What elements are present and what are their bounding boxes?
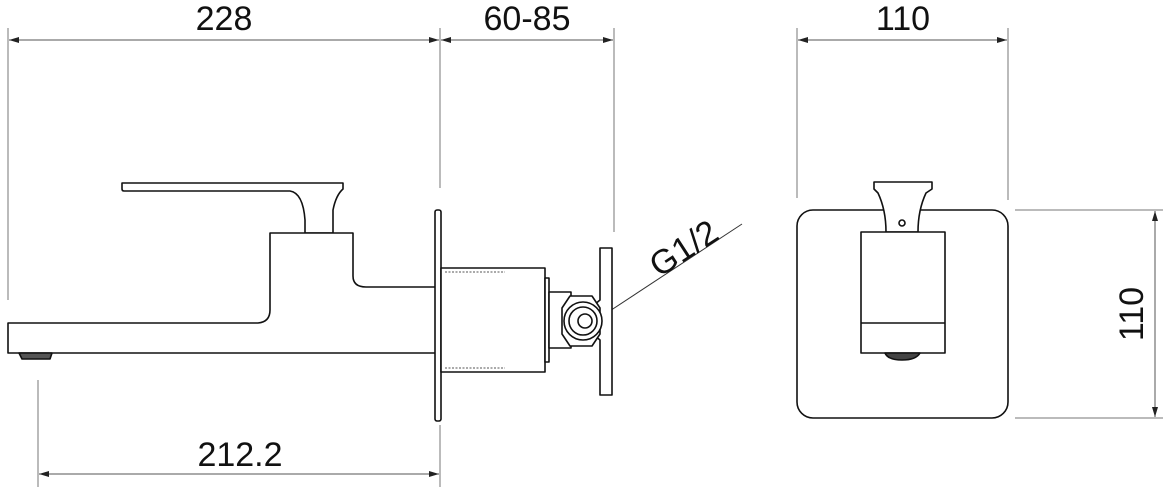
label-overall-length: 228	[196, 0, 253, 38]
faucet-front-view	[796, 181, 1009, 419]
label-wall-depth: 60-85	[484, 0, 571, 38]
label-plate-height: 110	[1113, 287, 1151, 341]
label-plate-width: 110	[876, 0, 930, 38]
label-spout-reach: 212.2	[197, 436, 282, 474]
label-thread: G1/2	[643, 213, 726, 285]
thread-leader-line	[589, 223, 743, 325]
extension-lines	[7, 28, 1163, 487]
faucet-side-view	[7, 182, 613, 422]
